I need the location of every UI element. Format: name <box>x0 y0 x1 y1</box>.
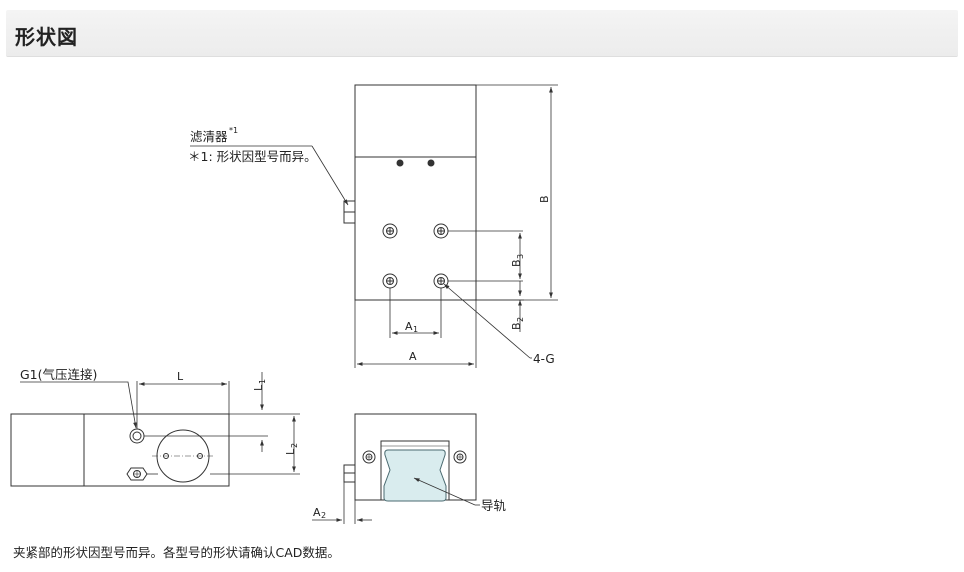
filter-ref-label: *1 <box>229 126 238 135</box>
mount-hole <box>382 223 398 239</box>
svg-text:2: 2 <box>290 443 299 448</box>
guide-rail <box>383 449 447 502</box>
svg-text:1: 1 <box>258 379 267 384</box>
leader-rail <box>413 477 476 506</box>
filter-note: ＊1: 形状因型号而异。 <box>188 149 317 164</box>
dim-label-a2: A 2 <box>313 506 326 520</box>
top-view-body <box>354 84 477 301</box>
top-view <box>190 84 558 368</box>
svg-text:A: A <box>313 506 321 519</box>
leader-4g <box>443 283 531 359</box>
section-header: 形状図 <box>6 10 958 57</box>
front-view <box>312 413 480 524</box>
dim-label-l: L <box>177 370 184 383</box>
dim-label-b3: B 3 <box>510 254 525 267</box>
dim-label-a: A <box>409 350 417 363</box>
g1-label: G1(气压连接) <box>20 367 97 382</box>
svg-text:B: B <box>510 259 523 267</box>
dim-label-a1: A 1 <box>405 320 418 334</box>
dim-label-l1: L 1 <box>252 379 267 391</box>
filter-label: 滤清器 <box>190 129 228 144</box>
dim-label-b: B <box>538 195 551 203</box>
dim-label-4g: 4-G <box>533 352 555 366</box>
svg-text:1: 1 <box>413 325 418 334</box>
footer-note: 夹紧部的形状因型号而异。各型号的形状请确认CAD数据。 <box>13 545 340 560</box>
svg-text:A: A <box>405 320 413 333</box>
svg-text:3: 3 <box>516 254 525 259</box>
side-view <box>10 372 300 487</box>
seam-dot <box>396 159 404 167</box>
svg-text:2: 2 <box>516 317 525 322</box>
svg-text:2: 2 <box>321 511 326 520</box>
svg-text:L: L <box>284 448 297 455</box>
dim-label-l2: L 2 <box>284 443 299 455</box>
seam-dot <box>427 159 435 167</box>
section-title: 形状図 <box>15 25 78 49</box>
front-hole <box>362 450 376 464</box>
dim-label-b2: B 2 <box>510 317 525 330</box>
guide-rail-label: 导轨 <box>481 498 507 513</box>
svg-text:L: L <box>252 384 265 391</box>
leader-g1 <box>20 381 137 429</box>
side-view-body <box>10 413 230 487</box>
front-hole <box>453 450 467 464</box>
svg-text:B: B <box>510 322 523 330</box>
